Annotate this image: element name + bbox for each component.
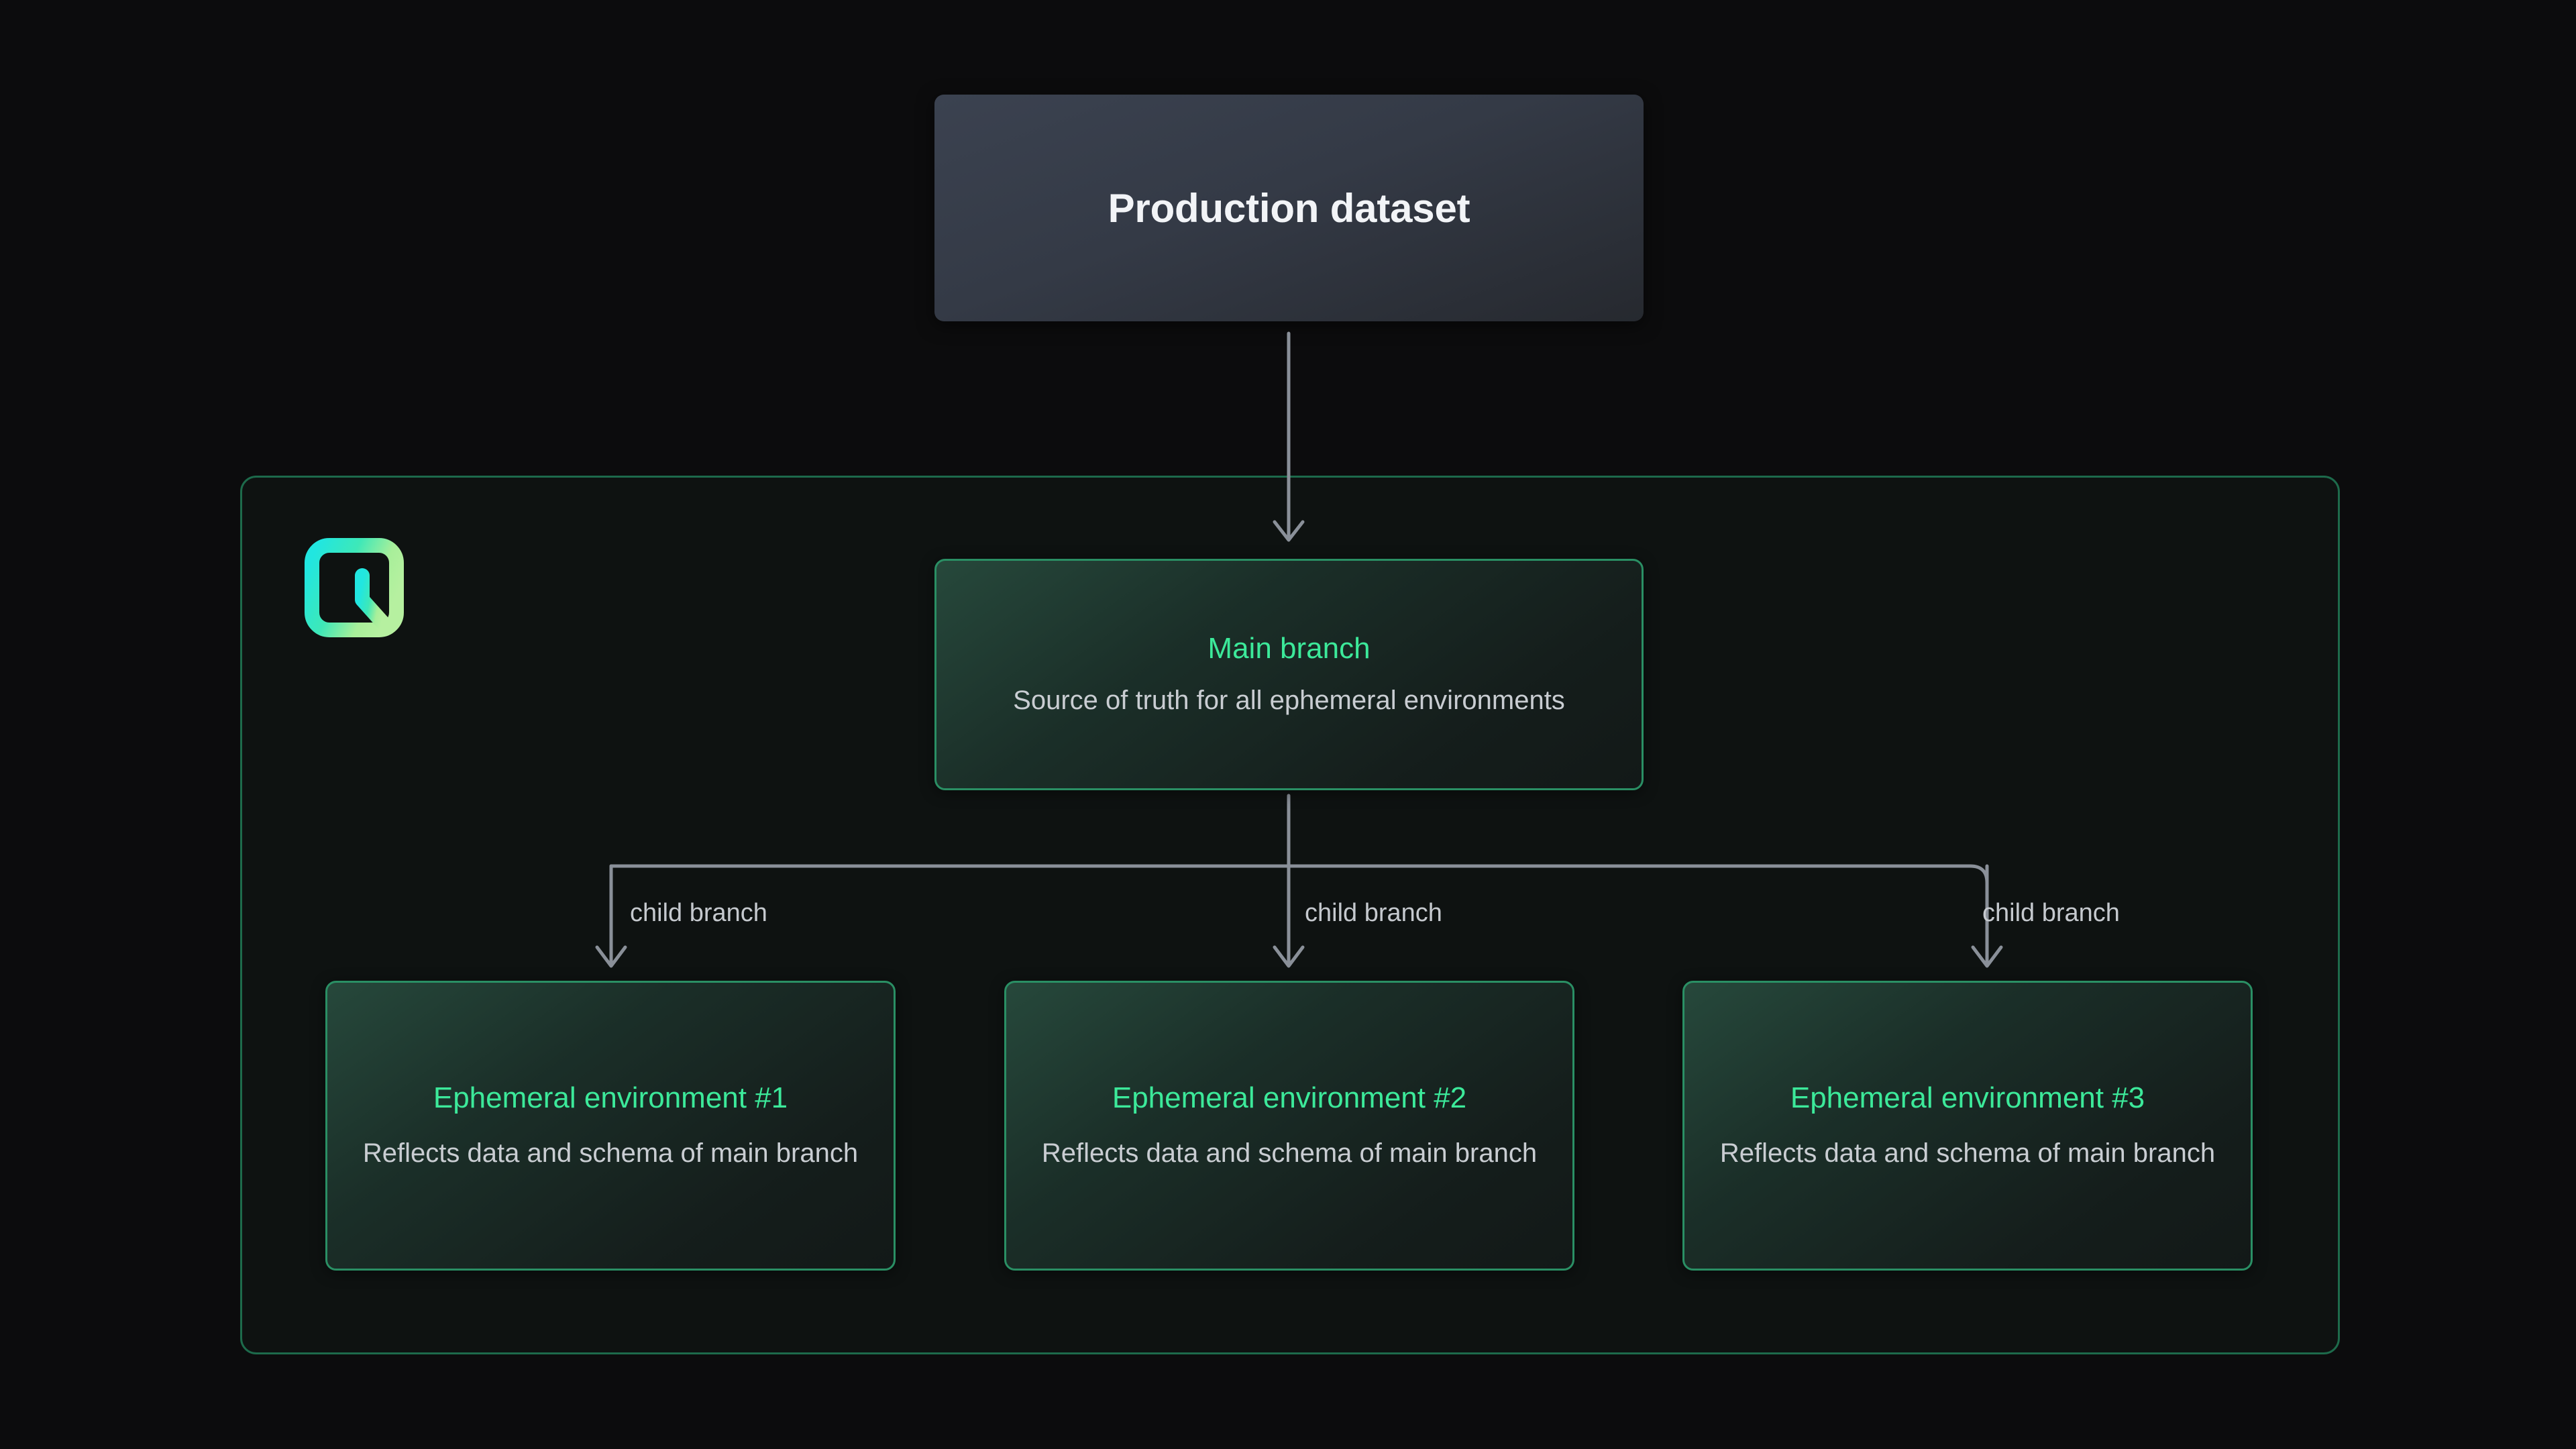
- ephemeral-environment-1-description: Reflects data and schema of main branch: [362, 1138, 859, 1168]
- ephemeral-environment-3-description: Reflects data and schema of main branch: [1719, 1138, 2216, 1168]
- ephemeral-environment-2-title: Ephemeral environment #2: [1112, 1081, 1467, 1115]
- node-production-dataset: Production dataset: [934, 95, 1644, 321]
- ephemeral-environment-1-title: Ephemeral environment #1: [433, 1081, 788, 1115]
- edge-label-child-branch-3: child branch: [1982, 899, 2120, 927]
- edge-label-child-branch-1: child branch: [630, 899, 767, 927]
- node-main-branch: Main branch Source of truth for all ephe…: [934, 559, 1644, 790]
- main-branch-title: Main branch: [1208, 631, 1371, 665]
- production-dataset-title: Production dataset: [1108, 185, 1470, 231]
- ephemeral-environment-2-description: Reflects data and schema of main branch: [1041, 1138, 1538, 1168]
- main-branch-description: Source of truth for all ephemeral enviro…: [1013, 686, 1565, 716]
- neon-logo-icon: [303, 537, 405, 639]
- ephemeral-environment-3-title: Ephemeral environment #3: [1790, 1081, 2145, 1115]
- node-ephemeral-environment-3: Ephemeral environment #3 Reflects data a…: [1682, 981, 2253, 1271]
- node-ephemeral-environment-1: Ephemeral environment #1 Reflects data a…: [325, 981, 896, 1271]
- node-ephemeral-environment-2: Ephemeral environment #2 Reflects data a…: [1004, 981, 1574, 1271]
- edge-label-child-branch-2: child branch: [1305, 899, 1442, 927]
